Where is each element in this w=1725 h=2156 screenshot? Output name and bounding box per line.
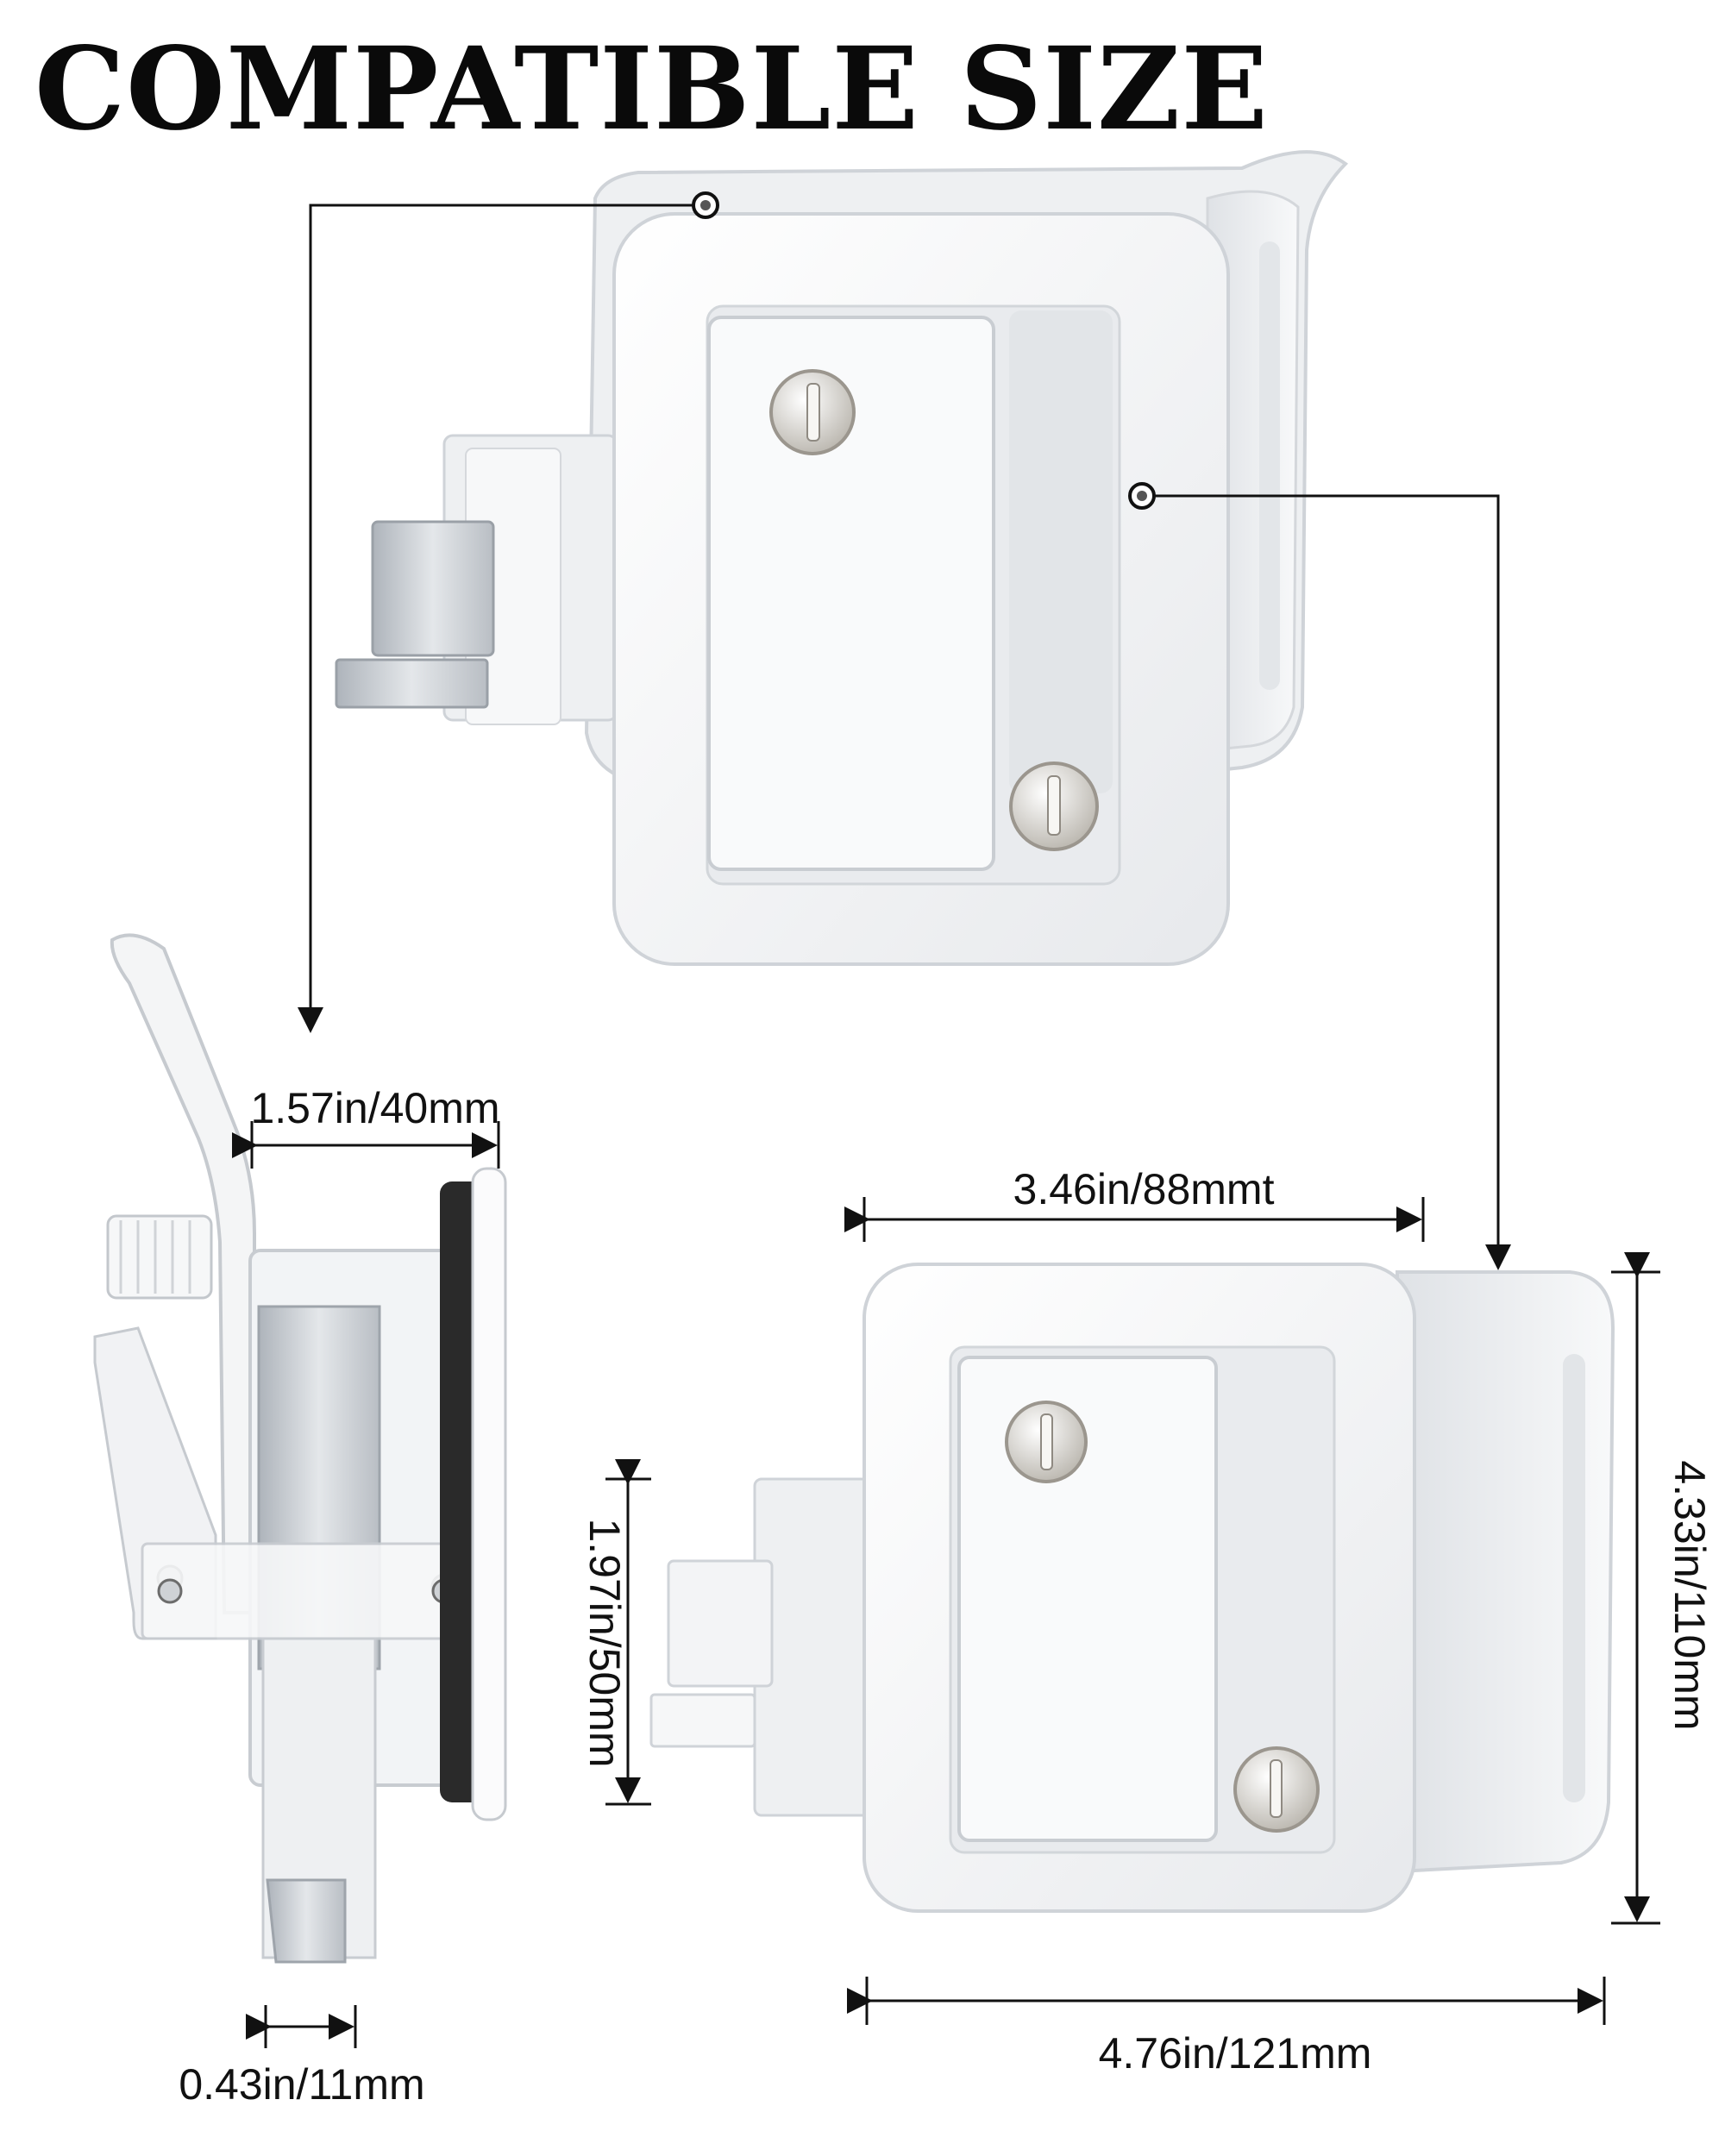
- dimension-total-height: [1611, 1252, 1660, 1925]
- label-total-height: 4.33in/110mm: [1665, 1460, 1714, 1730]
- label-bolt-width: 0.43in/11mm: [179, 2060, 424, 2109]
- dimension-latch-height: [605, 1459, 651, 1806]
- leader-line-front: [1154, 494, 1511, 1270]
- front-latch-image: [649, 1263, 1615, 1913]
- dimension-side-width: [232, 1121, 500, 1169]
- key-cylinder-icon: [1009, 761, 1099, 851]
- key-cylinder-icon: [1233, 1746, 1320, 1833]
- dimension-bolt-width: [246, 2005, 357, 2048]
- dimension-total-width: [847, 1977, 1606, 2025]
- label-face-width: 3.46in/88mmt: [1013, 1165, 1275, 1213]
- key-cylinder-icon: [769, 369, 856, 455]
- page-title: COMPATIBLE SIZE: [34, 22, 1269, 156]
- label-latch-height: 1.97in/50mm: [580, 1518, 629, 1767]
- leader-line-side: [298, 204, 693, 1033]
- label-total-width: 4.76in/121mm: [1099, 2029, 1372, 2078]
- label-side-width: 1.57in/40mm: [250, 1084, 499, 1132]
- top-latch-image: [335, 150, 1349, 966]
- key-cylinder-icon: [1005, 1401, 1088, 1483]
- side-latch-image: [93, 933, 507, 1964]
- dimension-face-width: [844, 1197, 1425, 1242]
